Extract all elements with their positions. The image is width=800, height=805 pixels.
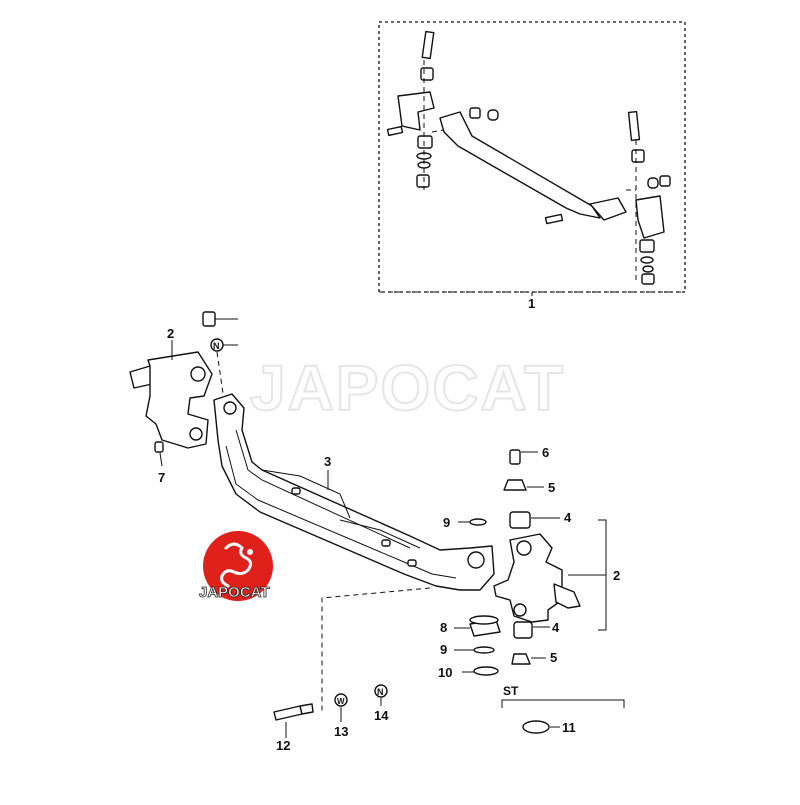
callout-8: 8 [440, 620, 447, 635]
svg-text:W: W [337, 697, 345, 706]
callout-9-upper: 9 [443, 515, 450, 530]
thrust-bearing-8 [469, 615, 501, 637]
bushing-4-lower [513, 621, 533, 639]
ring-9-upper [469, 518, 487, 526]
callout-14: 14 [374, 708, 389, 723]
st-group: ST [501, 684, 625, 734]
kingpin-12 [273, 703, 314, 721]
callout-9-lower: 9 [440, 642, 447, 657]
callout-6: 6 [542, 445, 549, 460]
callout-2-right: 2 [613, 568, 620, 583]
inset-right-bolt [544, 213, 564, 225]
front-axle-beam [213, 393, 495, 591]
inset-right-kingpin [627, 110, 655, 285]
inset-left-knuckle [397, 91, 435, 131]
n-marker-14: N [374, 684, 388, 698]
callout-2-left: 2 [167, 326, 174, 341]
svg-text:N: N [377, 687, 384, 697]
callout-11: 11 [562, 720, 576, 735]
ring-9-lower [473, 646, 495, 654]
callout-13: 13 [334, 724, 348, 739]
callout-4-lower: 4 [552, 620, 560, 635]
grease-fitting-7 [154, 441, 164, 453]
bushing-4-upper [509, 511, 531, 529]
callout-4-upper: 4 [564, 510, 572, 525]
shim-10 [473, 666, 499, 676]
left-steering-knuckle [129, 351, 213, 449]
right-steering-knuckle [493, 533, 581, 623]
w-marker-13: W [334, 693, 348, 707]
logo-text: JAPOCAT [199, 584, 270, 601]
callout-3: 3 [324, 454, 331, 469]
logo-circle [203, 531, 273, 601]
callout-12: 12 [276, 738, 290, 753]
japocat-logo: JAPOCAT [199, 531, 273, 601]
callout-5-lower: 5 [550, 650, 557, 665]
callout-1: 1 [528, 296, 535, 311]
plug-5-upper [503, 479, 527, 491]
grease-fitting-6 [509, 449, 521, 465]
callout-5-upper: 5 [548, 480, 555, 495]
callout-10: 10 [438, 665, 452, 680]
inset-beam [439, 111, 601, 219]
watermark-text: JAPOCAT [250, 352, 565, 424]
callout-7: 7 [158, 470, 165, 485]
inset-left-bolt [386, 125, 404, 137]
top-bolt [202, 311, 238, 327]
logo-glyph [220, 542, 253, 588]
inset-right-knuckle [635, 195, 665, 239]
plug-5-lower [511, 653, 531, 665]
svg-text:N: N [213, 341, 220, 351]
n-marker-top: N [210, 338, 238, 352]
assembly-inset: 1 [378, 21, 686, 311]
group-label-st: ST [503, 684, 519, 698]
